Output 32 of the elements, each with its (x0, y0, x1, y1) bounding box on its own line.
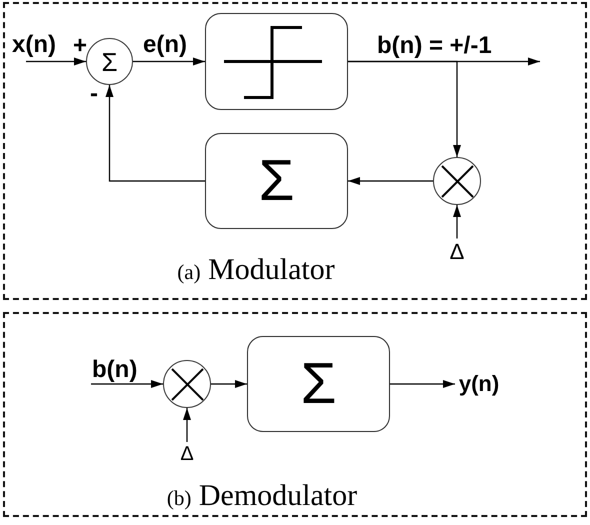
signal-arrow (348, 177, 433, 185)
edge-label: x(n) (12, 33, 56, 57)
edge-label: b(n) = +/-1 (377, 34, 492, 58)
signal-arrow (26, 58, 86, 66)
edge-label: b(n) (92, 358, 138, 382)
signal-arrow (106, 85, 205, 182)
sign-label: + (73, 34, 88, 58)
delta-label: Δ (445, 238, 469, 264)
signal-arrow (183, 408, 191, 442)
signal-arrow (91, 380, 163, 388)
multiplier-circle (163, 360, 211, 408)
signal-arrow (133, 58, 205, 66)
process-box (205, 133, 348, 229)
sigma-symbol: Σ (300, 355, 336, 413)
dashed-panel (3, 312, 587, 517)
signal-label: y(n) (455, 372, 503, 396)
signal-arrow (211, 380, 247, 388)
panel-caption: (b) Demodulator (166, 479, 358, 514)
summing-junction (86, 38, 133, 85)
signal-arrow (453, 205, 461, 238)
panel-caption: (a) Modulator (176, 253, 336, 288)
process-box (247, 336, 390, 432)
sigma-symbol: Σ (258, 152, 294, 210)
signal-arrow (390, 380, 455, 388)
dashed-panel (3, 2, 587, 300)
process-box (205, 13, 348, 110)
signal-arrow (348, 60, 461, 157)
edge-label: e(n) (143, 33, 187, 57)
sign-label: - (90, 82, 98, 106)
multiplier-circle (433, 157, 481, 205)
delta-label: Δ (175, 442, 199, 466)
sigma-symbol: Σ (101, 48, 118, 74)
